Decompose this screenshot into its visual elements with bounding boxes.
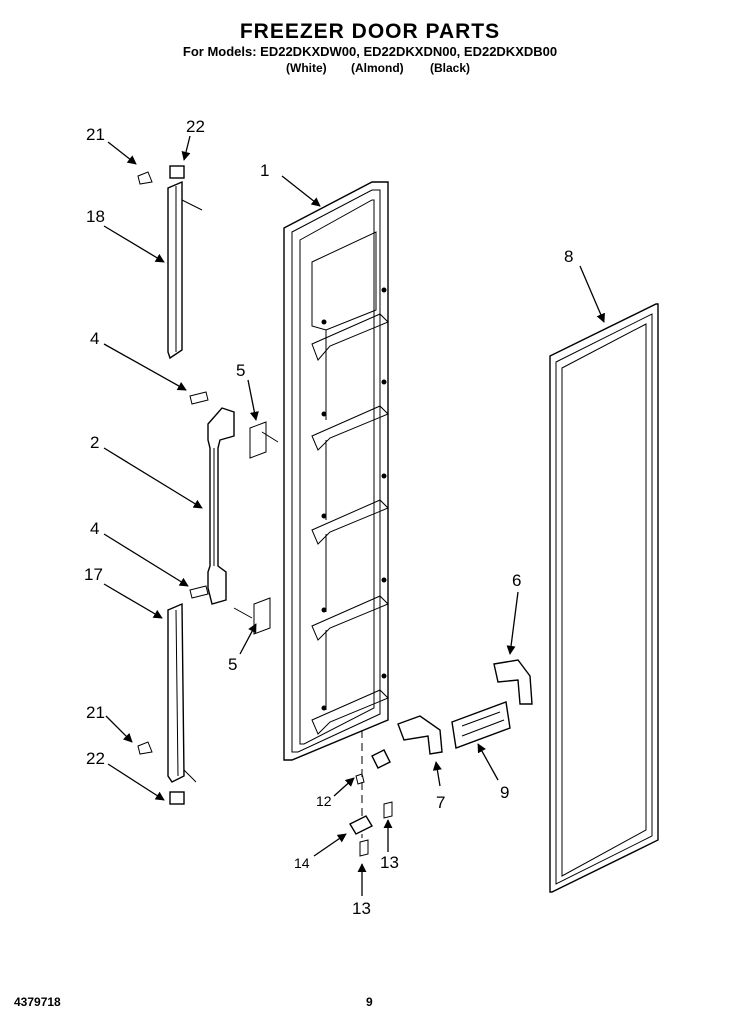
handle-drawing — [189, 391, 279, 635]
door-gasket-drawing — [549, 303, 659, 893]
small-bin-parts-drawing — [397, 659, 533, 755]
hinge-hardware-drawing — [349, 730, 393, 857]
callout-17: 17 — [84, 565, 103, 584]
variant-black: (Black) — [430, 61, 471, 75]
door-liner-drawing — [283, 181, 389, 761]
document-number: 4379718 — [14, 995, 61, 1009]
page-title: FREEZER DOOR PARTS — [239, 20, 501, 43]
callout-4-upper: 4 — [90, 329, 99, 348]
callout-numbers: 21 22 18 1 8 4 5 2 4 17 5 6 21 22 7 9 12… — [84, 117, 573, 918]
callout-18: 18 — [86, 207, 105, 226]
callout-13-right: 13 — [380, 853, 399, 872]
page-number: 9 — [366, 995, 373, 1009]
upper-trim-drawing — [137, 165, 203, 360]
models-line: For Models: ED22DKXDW00, ED22DKXDN00, ED… — [182, 44, 558, 59]
callout-leaders — [103, 135, 605, 896]
callout-8: 8 — [564, 247, 573, 266]
callout-4-lower: 4 — [90, 519, 99, 538]
callout-7: 7 — [436, 793, 445, 812]
callout-21-bottom: 21 — [86, 703, 105, 722]
callout-5-lower: 5 — [228, 655, 237, 674]
callout-1: 1 — [260, 161, 269, 180]
callout-13-bottom: 13 — [352, 899, 371, 918]
callout-22-top: 22 — [186, 117, 205, 136]
callout-6: 6 — [512, 571, 521, 590]
lower-trim-drawing — [137, 602, 197, 805]
callout-5-upper: 5 — [236, 361, 245, 380]
callout-2: 2 — [90, 433, 99, 452]
callout-9: 9 — [500, 783, 509, 802]
callout-14: 14 — [294, 855, 310, 871]
variant-white: (White) — [286, 61, 327, 75]
callout-21-top: 21 — [86, 125, 105, 144]
callout-12: 12 — [316, 793, 332, 809]
variant-almond: (Almond) — [351, 61, 404, 75]
callout-22-bottom: 22 — [86, 749, 105, 768]
